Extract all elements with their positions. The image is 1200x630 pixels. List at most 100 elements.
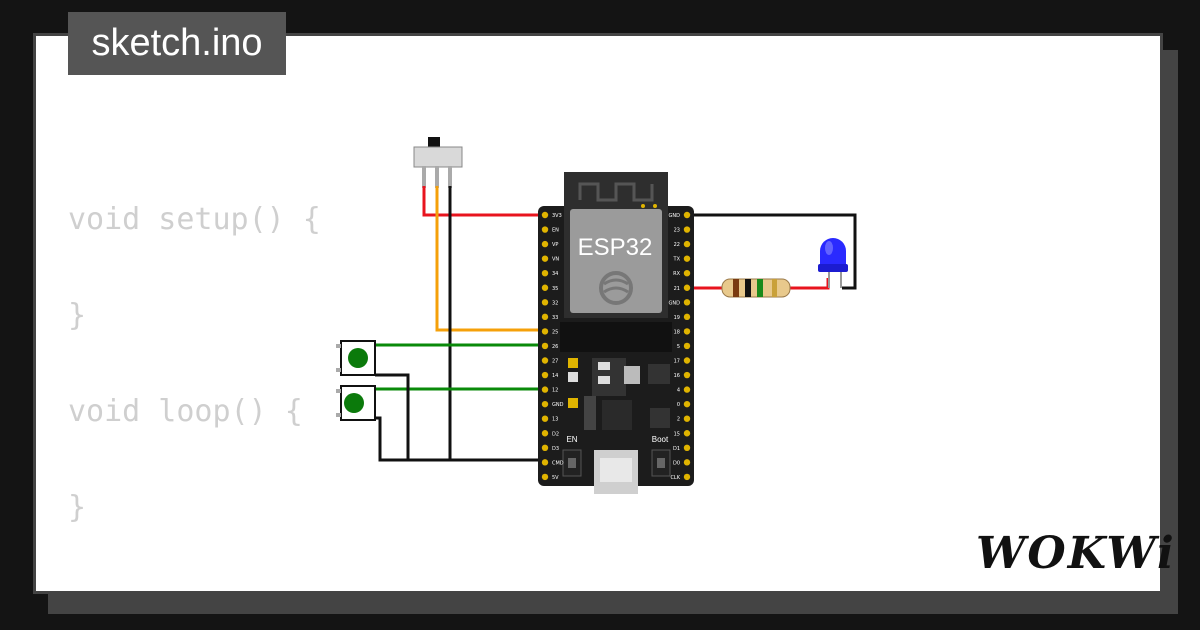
wire-black-switch bbox=[448, 186, 545, 462]
code-line: } bbox=[68, 490, 87, 525]
pin-vp[interactable] bbox=[541, 240, 549, 248]
pin-label: GND bbox=[669, 213, 681, 219]
pin-5v[interactable] bbox=[541, 473, 549, 481]
pin-2[interactable] bbox=[683, 415, 691, 422]
pin-27[interactable] bbox=[541, 357, 549, 364]
pin-label: 12 bbox=[552, 388, 558, 394]
pin-label: 33 bbox=[552, 315, 558, 321]
wire-red-switch bbox=[422, 186, 545, 217]
pin-vn[interactable] bbox=[541, 255, 549, 262]
push-button-2[interactable] bbox=[336, 385, 376, 421]
code-preview: void setup() { } void loop() { } bbox=[68, 190, 321, 574]
pin-tx[interactable] bbox=[683, 255, 691, 262]
pin-label: EN bbox=[552, 228, 559, 234]
pin-label: 16 bbox=[674, 373, 680, 379]
pin-gnd[interactable] bbox=[541, 400, 549, 408]
pin-label: 35 bbox=[552, 286, 558, 292]
pin-label: 15 bbox=[674, 431, 680, 437]
pin-21[interactable] bbox=[683, 284, 691, 291]
file-tab-sketch[interactable]: sketch.ino bbox=[68, 12, 286, 75]
pin-14[interactable] bbox=[541, 371, 549, 379]
pin-label: 21 bbox=[674, 286, 680, 292]
pin-label: 18 bbox=[674, 329, 680, 335]
pin-label: CMD bbox=[552, 460, 564, 466]
pin-label: 4 bbox=[677, 388, 680, 394]
pin-gnd[interactable] bbox=[683, 299, 691, 306]
pin-0[interactable] bbox=[683, 400, 691, 408]
pin-label: 23 bbox=[674, 228, 680, 234]
pin-label: 2 bbox=[677, 417, 680, 423]
pin-label: RX bbox=[673, 271, 680, 277]
wire-black-button1 bbox=[375, 373, 450, 462]
board-title: ESP32 bbox=[578, 234, 653, 261]
pin-33[interactable] bbox=[541, 313, 549, 321]
pin-en[interactable] bbox=[541, 226, 549, 233]
pin-label: 25 bbox=[552, 329, 558, 335]
code-line: void setup() { bbox=[68, 202, 321, 237]
pin-label: 34 bbox=[552, 271, 558, 277]
code-line: } bbox=[68, 298, 87, 333]
pin-label: 0 bbox=[677, 402, 680, 408]
pin-label: D2 bbox=[552, 431, 559, 437]
wire-black-button2 bbox=[375, 416, 408, 462]
pin-35[interactable] bbox=[541, 284, 549, 291]
pin-label: 13 bbox=[552, 417, 558, 423]
en-label: EN bbox=[566, 435, 577, 444]
pin-18[interactable] bbox=[683, 328, 691, 335]
wires bbox=[375, 186, 857, 462]
pin-gnd[interactable] bbox=[683, 211, 691, 219]
pin-25[interactable] bbox=[541, 328, 549, 335]
pin-32[interactable] bbox=[541, 299, 549, 306]
pin-5[interactable] bbox=[683, 342, 691, 350]
pin-label: 32 bbox=[552, 300, 558, 306]
pin-17[interactable] bbox=[683, 357, 691, 364]
pin-3v3[interactable] bbox=[541, 211, 549, 219]
wire-black-led bbox=[688, 213, 857, 290]
led-blue[interactable] bbox=[818, 238, 848, 288]
pin-label: 26 bbox=[552, 344, 558, 350]
pin-12[interactable] bbox=[541, 386, 549, 393]
pin-label: D0 bbox=[673, 460, 680, 466]
pin-d2[interactable] bbox=[541, 430, 549, 437]
pin-label: GND bbox=[552, 402, 564, 408]
pin-22[interactable] bbox=[683, 240, 691, 248]
push-button-1[interactable] bbox=[336, 340, 376, 376]
pin-d3[interactable] bbox=[541, 444, 549, 451]
pin-label: GND bbox=[669, 300, 681, 306]
pin-13[interactable] bbox=[541, 415, 549, 422]
pin-16[interactable] bbox=[683, 371, 691, 379]
pin-d0[interactable] bbox=[683, 459, 691, 466]
pin-label: TX bbox=[673, 257, 681, 263]
pin-label: 27 bbox=[552, 359, 558, 365]
pin-label: 19 bbox=[674, 315, 680, 321]
pin-label: 5 bbox=[677, 344, 680, 350]
en-button[interactable] bbox=[568, 458, 576, 468]
pin-19[interactable] bbox=[683, 313, 691, 321]
pin-label: 3V3 bbox=[552, 213, 562, 219]
pin-label: 17 bbox=[674, 359, 680, 365]
slide-switch[interactable] bbox=[413, 137, 463, 188]
boot-label: Boot bbox=[652, 435, 669, 444]
pin-34[interactable] bbox=[541, 270, 549, 277]
boot-button[interactable] bbox=[657, 458, 665, 468]
pin-4[interactable] bbox=[683, 386, 691, 393]
code-line: void loop() { bbox=[68, 394, 303, 429]
pin-23[interactable] bbox=[683, 226, 691, 233]
esp32-board[interactable]: ESP32 EN Boot 3V3ENVPVN34353233252627141… bbox=[538, 172, 694, 494]
pin-label: D1 bbox=[673, 446, 680, 452]
pin-label: VP bbox=[552, 242, 558, 248]
resistor[interactable] bbox=[721, 278, 791, 298]
pin-label: D3 bbox=[552, 446, 559, 452]
pin-label: 14 bbox=[552, 373, 558, 379]
pin-rx[interactable] bbox=[683, 270, 691, 277]
pin-26[interactable] bbox=[541, 342, 549, 350]
pin-clk[interactable] bbox=[683, 473, 691, 481]
pin-cmd[interactable] bbox=[541, 459, 549, 466]
pin-d1[interactable] bbox=[683, 444, 691, 451]
left-pin-header: 3V3ENVPVN343532332526271412GND13D2D3CMD5… bbox=[541, 211, 564, 481]
pin-label: 22 bbox=[674, 242, 680, 248]
pin-15[interactable] bbox=[683, 430, 691, 437]
wokwi-logo: WOKWi bbox=[976, 528, 1176, 579]
